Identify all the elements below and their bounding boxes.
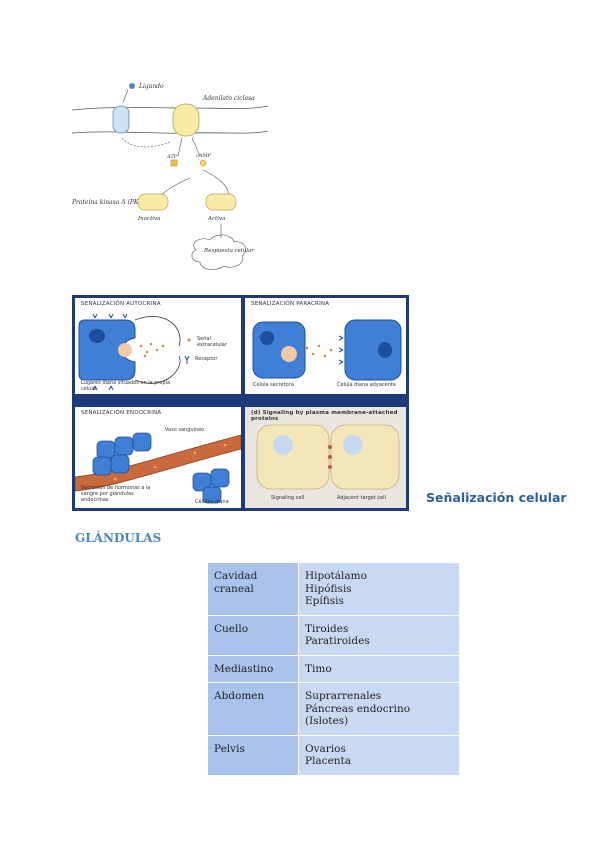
gland-name: Epífisis: [305, 595, 344, 607]
endocrine-title: SEÑALIZACIÓN ENDOCRINA: [81, 410, 162, 416]
figure-caption: Señalización celular: [426, 490, 567, 505]
adenylate-cyclase-shape: [172, 103, 200, 137]
gland-name: Tiroides: [305, 622, 349, 635]
gland-name: Suprarrenales: [305, 690, 382, 702]
gland-name: Hipófisis: [305, 582, 352, 595]
section-title: GLÁNDULAS: [75, 531, 162, 545]
ligando-label: Ligando: [138, 83, 164, 90]
glands-cell: Timo: [298, 655, 459, 683]
membrane-title: (d) Signaling by plasma membrane-attache…: [251, 410, 398, 422]
gland-name: Timo: [305, 662, 332, 675]
receptor-shape: [112, 105, 130, 134]
endocrine-quadrant: SEÑALIZACIÓN ENDOCRINA Vaso sanguíneo Se…: [75, 407, 241, 508]
gland-name: Paratiroides: [305, 635, 370, 647]
respuesta-label: Respuesta celular: [203, 248, 254, 254]
camp-label: cAMP: [196, 153, 212, 159]
autocrine-quadrant: SEÑALIZACIÓN AUTOCRINA Señal extracelula…: [75, 298, 241, 394]
pka-label: Proteína kinasa A (PKA): [71, 199, 145, 206]
paracrine-right-label: Célula diana adyacente: [337, 382, 396, 388]
camp-pathway-sketch: Ligando Adenilato ciclasa ATP cAMP Prote…: [71, 83, 269, 270]
adenilato-label: Adenilato ciclasa: [202, 95, 255, 102]
region-cell: Mediastino: [208, 655, 299, 683]
endocrine-target-label: Células diana: [195, 499, 229, 505]
ligand-dot: [129, 83, 135, 89]
region-cell: Cuello: [208, 615, 299, 655]
endocrine-vessel-label: Vaso sanguíneo: [165, 427, 205, 433]
pka-inactive-shape: [137, 193, 169, 211]
autocrine-receptor-label: Receptor: [195, 356, 218, 362]
paracrine-left-label: Célula secretora: [253, 382, 294, 388]
atp-label: ATP: [166, 154, 178, 160]
table-row: Mediastino Timo: [208, 655, 459, 683]
inactiva-label: Inactiva: [137, 216, 160, 222]
region-cell: Cavidad craneal: [208, 563, 299, 615]
membrane-quadrant: (d) Signaling by plasma membrane-attache…: [245, 407, 406, 508]
autocrine-bottom-label: Lugares diana situados en la propia célu…: [81, 380, 171, 392]
cell-signaling-figure: SEÑALIZACIÓN AUTOCRINA Señal extracelula…: [72, 295, 409, 511]
pka-active-shape: [205, 193, 237, 211]
gland-name: Hipotálamo: [305, 570, 367, 582]
region-cell: Pelvis: [208, 735, 299, 775]
membrane-right-label: Adjacent target cell: [337, 495, 386, 501]
membrane-left-label: Signaling cell: [271, 495, 305, 501]
gland-name: Páncreas endocrino (Islotes): [305, 702, 411, 728]
response-cloud: [191, 234, 246, 270]
gland-name: Ovarios: [305, 742, 346, 755]
activa-label: Activa: [207, 216, 225, 222]
autocrine-signal-label: Señal extracelular: [197, 336, 227, 348]
autocrine-title: SEÑALIZACIÓN AUTOCRINA: [81, 301, 161, 307]
paracrine-title: SEÑALIZACIÓN PARACRINA: [251, 301, 330, 307]
gland-name: Placenta: [305, 755, 352, 767]
paracrine-quadrant: SEÑALIZACIÓN PARACRINA Célula secretora …: [245, 298, 406, 394]
endocrine-bottom-label: Secreción de hormonas a la sangre por gl…: [81, 485, 151, 503]
region-cell: Abdomen: [208, 682, 299, 735]
